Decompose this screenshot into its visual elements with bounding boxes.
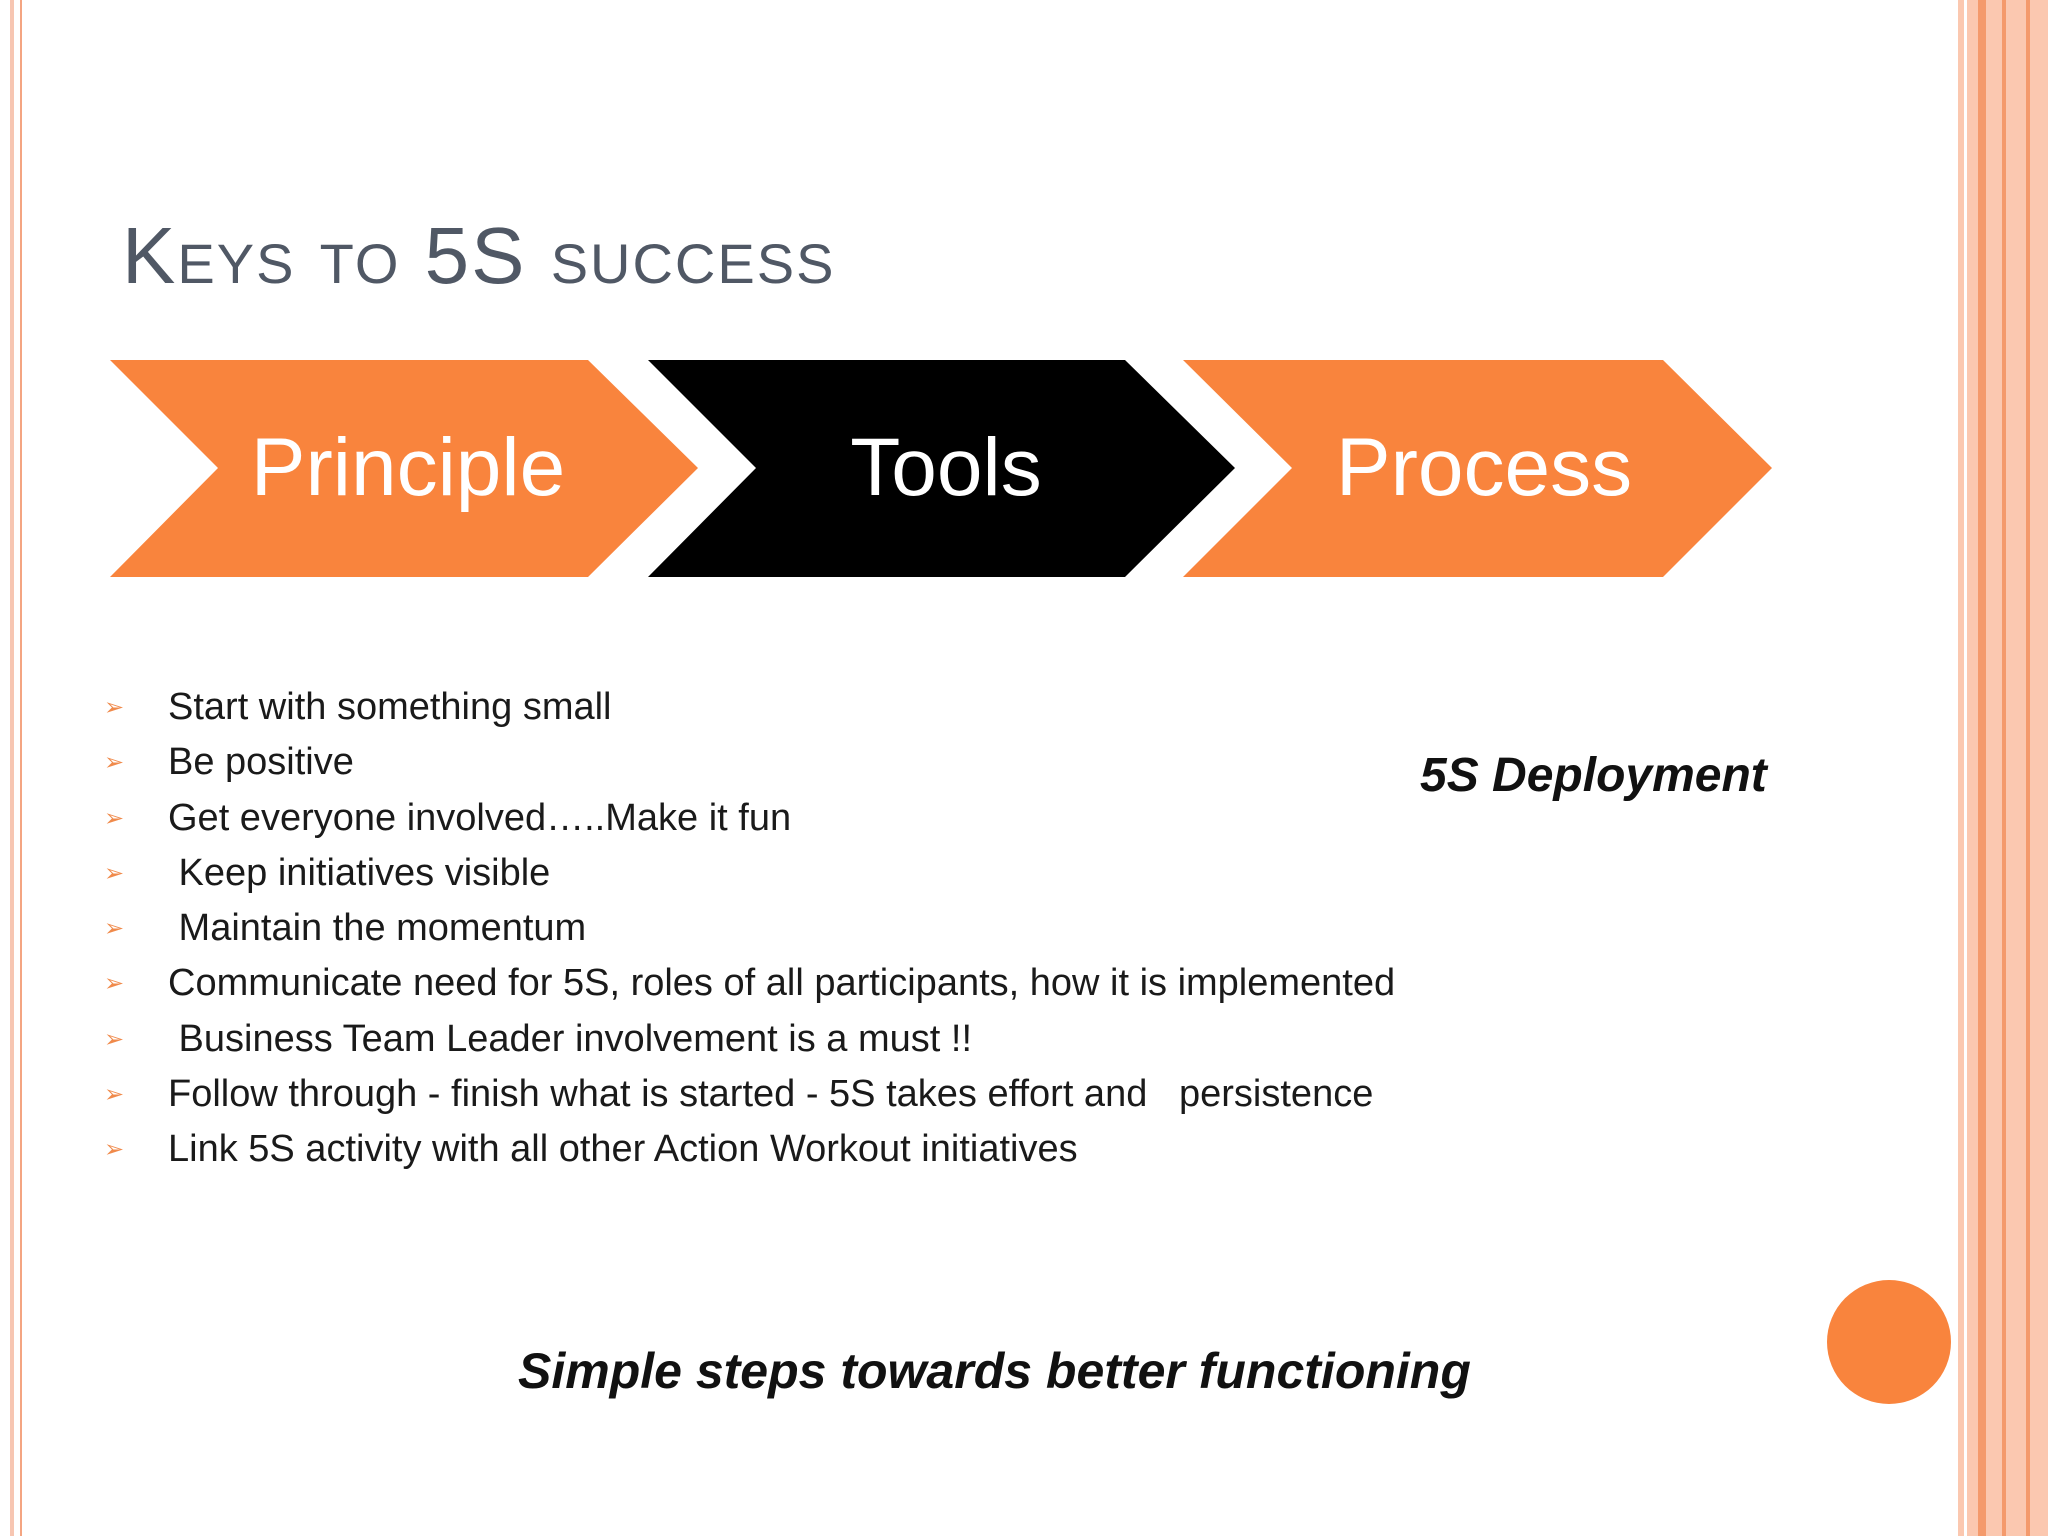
chevron-principle [110,360,698,577]
slide-title: Keys to 5S success [122,211,836,300]
right-border-line [2002,0,2006,1536]
chevron-process [1183,360,1772,577]
chevron-label-process: Process [1335,422,1633,513]
arrow-bullet-icon: ➢ [104,859,125,887]
arrow-bullet-icon: ➢ [104,1136,125,1164]
right-border-line [2026,0,2030,1536]
decorative-circle [1827,1280,1951,1404]
chevron-label-principle: Principle [250,422,566,513]
process-chevrons [110,360,1772,577]
arrow-bullet-icon: ➢ [104,915,125,943]
arrow-bullet-icon: ➢ [104,1081,125,1109]
arrow-bullet-icon: ➢ [104,804,125,832]
chevron-label-tools: Tools [850,422,1042,513]
arrow-bullet-icon: ➢ [104,970,125,998]
right-border-line [1964,0,1967,1536]
arrow-bullet-icon: ➢ [104,694,125,721]
chevron-tools [648,360,1235,577]
arrow-bullet-icon: ➢ [104,1025,125,1053]
right-border-line [1978,0,1986,1536]
left-border-line [20,0,22,1536]
tagline: Simple steps towards better functioning [518,1343,1471,1399]
arrow-bullet-icon: ➢ [104,749,125,777]
deployment-label: 5S Deployment [1420,749,1767,802]
left-border-line [10,0,14,1536]
